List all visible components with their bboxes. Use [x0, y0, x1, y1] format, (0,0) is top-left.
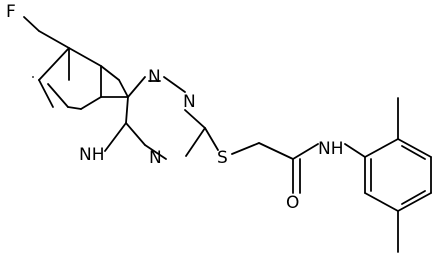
- triazine-n-right-label: N: [183, 92, 196, 112]
- bond: [258, 142, 294, 160]
- bond: [67, 106, 82, 110]
- bond: [401, 145, 426, 160]
- triazine-ring: [125, 76, 206, 160]
- bond: [118, 79, 129, 98]
- bond: [397, 138, 432, 158]
- pyrrole-ring: [100, 65, 129, 152]
- triazine-n-bottom-label: N: [149, 148, 162, 168]
- bond: [185, 127, 206, 157]
- bond: [204, 127, 219, 151]
- bond: [100, 65, 120, 81]
- bond: [38, 79, 54, 108]
- bond: [401, 190, 426, 205]
- fluorine-atom-label: F: [6, 2, 16, 22]
- bond: [127, 76, 146, 98]
- bond: [47, 83, 69, 108]
- bond: [23, 16, 40, 32]
- triazine-n-top-label: N: [148, 67, 161, 87]
- bond: [397, 192, 432, 212]
- bond: [80, 96, 102, 110]
- amide-nh-label: NH: [318, 139, 344, 159]
- bond: [163, 76, 186, 93]
- bond: [125, 96, 129, 124]
- dimethylphenyl-ring: [364, 97, 432, 253]
- bond: [68, 47, 102, 67]
- bond: [125, 122, 146, 146]
- bond: [38, 47, 70, 81]
- bond: [364, 192, 399, 212]
- bond: [144, 144, 167, 160]
- bond: [292, 143, 319, 160]
- bond: [231, 142, 260, 155]
- carbonyl-oxygen-label: O: [286, 193, 299, 213]
- bond: [104, 122, 127, 152]
- bond: [364, 138, 399, 158]
- benzo-ring: [23, 16, 102, 110]
- bond: [344, 143, 366, 158]
- bond: [38, 30, 70, 49]
- bond: [184, 109, 206, 129]
- sulfur-atom-label: S: [217, 148, 228, 168]
- indole-nh-label: NH: [79, 145, 105, 165]
- linker-chain: [204, 127, 366, 194]
